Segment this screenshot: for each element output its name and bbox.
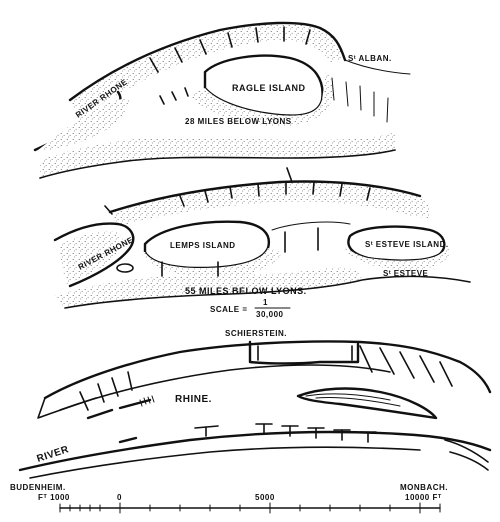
rhine-island-lines xyxy=(305,393,401,407)
lemps-island xyxy=(143,220,271,270)
rhine-scale-zero: 0 xyxy=(117,493,122,502)
rhone-55-caption: 55 MILES BELOW LYONS. xyxy=(185,286,307,296)
rhine-left-place: BUDENHEIM. xyxy=(10,483,66,492)
rhone-28-island-label: RAGLE ISLAND xyxy=(232,83,306,93)
rhine-scale-right: 10000 Fᵀ xyxy=(405,493,442,502)
rhine-dam-hatch xyxy=(139,395,155,407)
rhine-scale-mid: 5000 xyxy=(255,493,275,502)
rhine-top-label: SCHIERSTEIN. xyxy=(225,329,287,338)
left-shoal-55 xyxy=(58,231,124,284)
rhine-small-dam xyxy=(118,436,138,444)
rhine-t-groynes xyxy=(194,423,377,443)
rhine-right-place: MONBACH. xyxy=(400,483,448,492)
rhone-55-scale-denominator: 30,000 xyxy=(256,310,284,319)
channel-line-55 xyxy=(271,221,351,231)
transverse-dams-55 xyxy=(161,227,319,277)
east-bank-line xyxy=(344,59,411,75)
rhine-scale-left: Fᵀ 1000 xyxy=(38,493,70,502)
left-bank-55 xyxy=(53,222,135,288)
spur-55 xyxy=(104,167,293,215)
rhone-28-place-label: Sᵗ ALBAN. xyxy=(348,54,392,63)
rhine-west-bank xyxy=(37,397,97,419)
harbour-inner xyxy=(257,345,353,361)
ragle-island-shoal xyxy=(190,72,334,127)
rhine-north-hatching xyxy=(79,345,453,411)
rhine-long-dam-1 xyxy=(86,408,114,420)
rhine-river-word-2: RHINE. xyxy=(175,394,212,405)
rhine-south-inner xyxy=(29,446,421,479)
rhone-55-scale-text: SCALE = xyxy=(210,305,248,314)
south-bank-line-55 xyxy=(64,275,471,309)
st-esteve-island xyxy=(347,225,446,262)
rhine-south-bank xyxy=(18,430,492,472)
map-rhone-55-miles: RIVER RHONE LEMPS ISLAND Sᵗ ESTEVE ISLAN… xyxy=(53,167,471,319)
small-islet xyxy=(116,263,134,273)
south-bank-line xyxy=(39,149,396,179)
rhone-55-scale-numerator: 1 xyxy=(263,298,268,307)
north-bank-line xyxy=(68,21,347,102)
rhine-scale-bar: Fᵀ 1000 0 5000 10000 Fᵀ xyxy=(38,493,442,514)
rhone-55-island-label: LEMPS ISLAND xyxy=(170,241,236,250)
north-groynes xyxy=(149,26,311,73)
map-rhone-28-miles: RIVER RHONE RAGLE ISLAND Sᵗ ALBAN. 28 MI… xyxy=(33,21,411,179)
rhine-north-bank xyxy=(43,340,492,400)
rhine-east-channels xyxy=(444,439,489,471)
map-rhine: SCHIERSTEIN. RIVER RHINE. BUDENHEIM. MON… xyxy=(10,329,492,514)
north-groynes-55 xyxy=(179,181,371,207)
rhone-55-place-label: Sᵗ ESTEVE xyxy=(383,269,429,278)
left-channel-shoal xyxy=(38,99,130,151)
south-bank-shoal-55 xyxy=(55,267,362,308)
south-bank-shoal xyxy=(40,132,395,178)
schierstein-harbour xyxy=(248,340,360,365)
north-bank-shoal-55 xyxy=(110,181,430,226)
rhine-north-embankment xyxy=(59,364,391,411)
north-bank-shoal xyxy=(70,22,345,118)
rhine-island xyxy=(296,387,438,420)
lemps-island-shoal xyxy=(140,248,282,278)
rhone-55-island-label-2: Sᵗ ESTEVE ISLAND. xyxy=(365,240,449,249)
st-alban-groynes xyxy=(331,77,389,123)
rhone-28-caption: 28 MILES BELOW LYONS xyxy=(185,117,292,126)
st-esteve-shoal xyxy=(345,246,451,270)
channel-ticks-28 xyxy=(159,87,189,105)
north-bank-line-55 xyxy=(108,180,422,214)
